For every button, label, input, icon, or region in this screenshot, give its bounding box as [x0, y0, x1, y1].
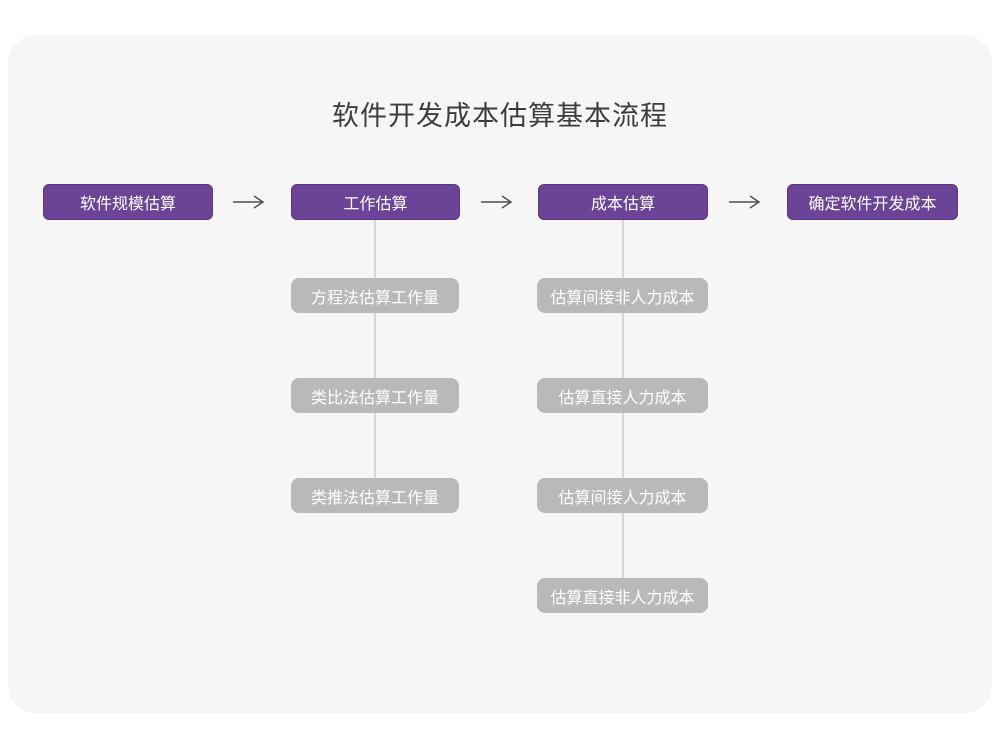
- sub-node-indirect-non-labor-cost: 估算间接非人力成本: [537, 278, 708, 313]
- sub-node-analogy-method: 类比法估算工作量: [291, 378, 459, 413]
- arrow-right-icon: [728, 195, 766, 209]
- flow-node-work-estimation: 工作估算: [291, 184, 460, 220]
- canvas-card: [8, 35, 992, 713]
- diagram-title: 软件开发成本估算基本流程: [332, 101, 668, 131]
- sub-node-direct-non-labor-cost: 估算直接非人力成本: [537, 578, 708, 613]
- arrow-right-icon: [232, 195, 270, 209]
- connector-line-work-branch: [374, 220, 376, 496]
- sub-node-equation-method: 方程法估算工作量: [291, 278, 459, 313]
- sub-node-extrapolation-method: 类推法估算工作量: [291, 478, 459, 513]
- flow-node-cost-estimation: 成本估算: [538, 184, 708, 220]
- arrow-right-icon: [480, 195, 518, 209]
- sub-node-direct-labor-cost: 估算直接人力成本: [537, 378, 708, 413]
- sub-node-indirect-labor-cost: 估算间接人力成本: [537, 478, 708, 513]
- flow-node-software-scale-estimation: 软件规模估算: [43, 184, 213, 220]
- flow-node-determine-software-dev-cost: 确定软件开发成本: [787, 184, 958, 220]
